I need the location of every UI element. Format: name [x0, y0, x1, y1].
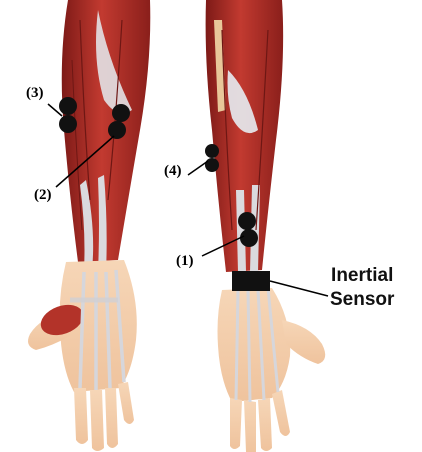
label-electrode-1: (1) [176, 254, 194, 269]
label-electrode-4: (4) [164, 164, 182, 179]
label-inertial-sensor-line2: Sensor [330, 288, 394, 312]
left-forearm [28, 0, 150, 451]
leader-line-sensor [270, 281, 328, 296]
label-electrode-2: (2) [34, 188, 52, 203]
inertial-sensor [232, 271, 270, 291]
leader-line-4 [188, 161, 208, 175]
label-inertial-sensor: Inertial Sensor [330, 264, 394, 312]
label-electrode-3: (3) [26, 86, 44, 101]
right-forearm [206, 0, 326, 452]
label-inertial-sensor-line1: Inertial [330, 264, 394, 288]
